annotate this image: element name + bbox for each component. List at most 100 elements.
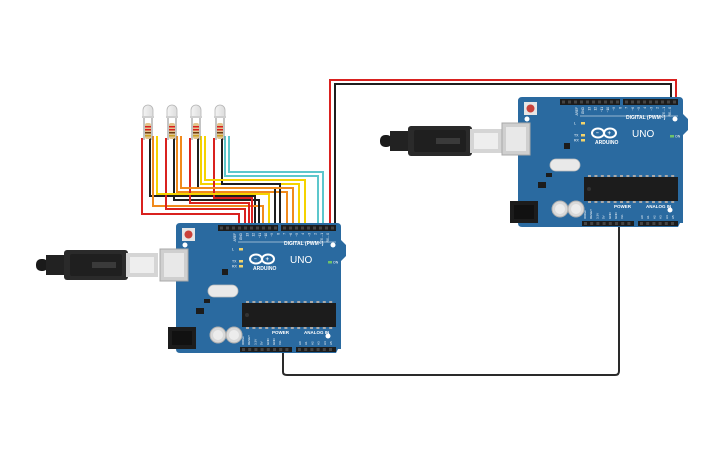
chip-small: [564, 143, 570, 149]
pin-label: A3: [317, 341, 321, 345]
led-1[interactable]: [142, 104, 154, 140]
wire-signal-yellow-2[interactable]: [204, 136, 306, 231]
pin-label: 3.3V: [253, 339, 257, 345]
pin-label: A2: [652, 215, 656, 219]
chip-small: [222, 269, 228, 275]
wires: [141, 79, 677, 376]
wire-led4-signal[interactable]: [224, 136, 319, 231]
arduino-brand: ARDUINO: [253, 266, 276, 272]
pin-label: ~9: [612, 107, 616, 111]
svg-text:–: –: [254, 257, 257, 263]
power-led: [328, 261, 332, 264]
pin-label: GND: [608, 212, 612, 220]
wire-ground-link[interactable]: [282, 224, 620, 376]
crystal-oscillator: [549, 158, 581, 172]
pin-label: Vin: [278, 340, 282, 345]
pin-label: A3: [659, 215, 663, 219]
pin-label: 8: [276, 233, 280, 235]
pin-label: A0: [640, 215, 644, 219]
resistor[interactable]: [217, 123, 223, 139]
resistor[interactable]: [169, 123, 175, 139]
pin-label: TX→1: [662, 107, 666, 116]
reset-button[interactable]: [524, 102, 537, 115]
led-3[interactable]: [190, 104, 202, 140]
mounting-hole: [182, 242, 188, 248]
pin-label: 7: [283, 233, 287, 235]
pin-label: 4: [643, 107, 647, 109]
power-analog-header: [582, 221, 678, 226]
svg-text:+: +: [608, 131, 612, 137]
power-label: POWER: [614, 204, 632, 209]
resistor[interactable]: [193, 123, 199, 139]
wire-black-link[interactable]: [334, 83, 672, 231]
atmega-chip: [584, 175, 678, 203]
led-4[interactable]: [214, 104, 226, 140]
digital-header: [560, 99, 678, 105]
pin-label: ~11: [258, 233, 262, 238]
pin-label: ~10: [606, 107, 610, 113]
mounting-hole: [667, 207, 673, 213]
pin-label: A4: [665, 215, 669, 219]
digital-header: [218, 225, 336, 231]
pin-label: RESET: [589, 209, 593, 219]
wire-led2-signal[interactable]: [176, 136, 288, 231]
pin-label: ~3: [307, 233, 311, 237]
wire-led2-red[interactable]: [165, 138, 246, 231]
pin-label: TX→1: [320, 233, 324, 242]
pin-label: 3.3V: [595, 213, 599, 219]
power-label: POWER: [272, 330, 290, 335]
indicator-led: [581, 134, 585, 137]
led-group: [142, 104, 226, 140]
wire-led1-black[interactable]: [149, 138, 256, 231]
wire-led2-black[interactable]: [173, 138, 260, 231]
crystal-oscillator: [207, 284, 239, 298]
power-analog-header: [240, 347, 336, 352]
pin-label: ~6: [289, 233, 293, 237]
indicator-led: [581, 139, 585, 142]
pin-label: ~11: [600, 107, 604, 112]
pin-label: ~5: [295, 233, 299, 237]
pin-label: 2: [314, 233, 318, 235]
arduino-brand: ARDUINO: [595, 140, 618, 146]
pin-label: IOREF: [583, 210, 587, 219]
led-2[interactable]: [166, 104, 178, 140]
wire-red-link[interactable]: [329, 79, 677, 231]
pin-label: GND: [581, 106, 585, 114]
wire-signal-yellow-3[interactable]: [156, 136, 270, 231]
usb-cable-left[interactable]: [36, 250, 158, 280]
pin-label: 7: [625, 107, 629, 109]
indicator-label: RX: [232, 265, 238, 269]
wire-signal-orange-2[interactable]: [180, 136, 294, 231]
pin-label: ~3: [649, 107, 653, 111]
pin-label: A2: [310, 341, 314, 345]
pin-label: AREF: [233, 233, 237, 242]
wire-led1-red[interactable]: [141, 138, 240, 231]
indicator-label: L: [574, 122, 576, 126]
pin-label: IOREF: [241, 336, 245, 345]
pin-label: 12: [594, 107, 598, 111]
indicator-led: [581, 122, 585, 125]
pin-label: 5V: [602, 215, 606, 219]
indicator-led: [239, 260, 243, 263]
resistor[interactable]: [145, 123, 151, 139]
pin-label: A0: [298, 341, 302, 345]
pin-label: GND: [266, 338, 270, 346]
usb-cable-right[interactable]: [380, 126, 502, 156]
pin-label: A1: [646, 215, 650, 219]
pin-label: AREF: [575, 107, 579, 116]
power-led-label: ON: [675, 135, 681, 139]
power-led-label: ON: [333, 261, 339, 265]
pin-label: A4: [323, 341, 327, 345]
pin-label: A5: [329, 341, 333, 345]
wire-led1-signal[interactable]: [152, 136, 264, 231]
pin-label: 4: [301, 233, 305, 235]
wire-led3-red[interactable]: [189, 138, 250, 231]
svg-text:–: –: [596, 131, 599, 137]
wire-led4-red[interactable]: [213, 138, 253, 231]
wire-led4-black[interactable]: [221, 138, 281, 231]
wire-signal-teal-2[interactable]: [228, 136, 324, 231]
pin-label: 12: [252, 233, 256, 237]
reset-button[interactable]: [182, 228, 195, 241]
